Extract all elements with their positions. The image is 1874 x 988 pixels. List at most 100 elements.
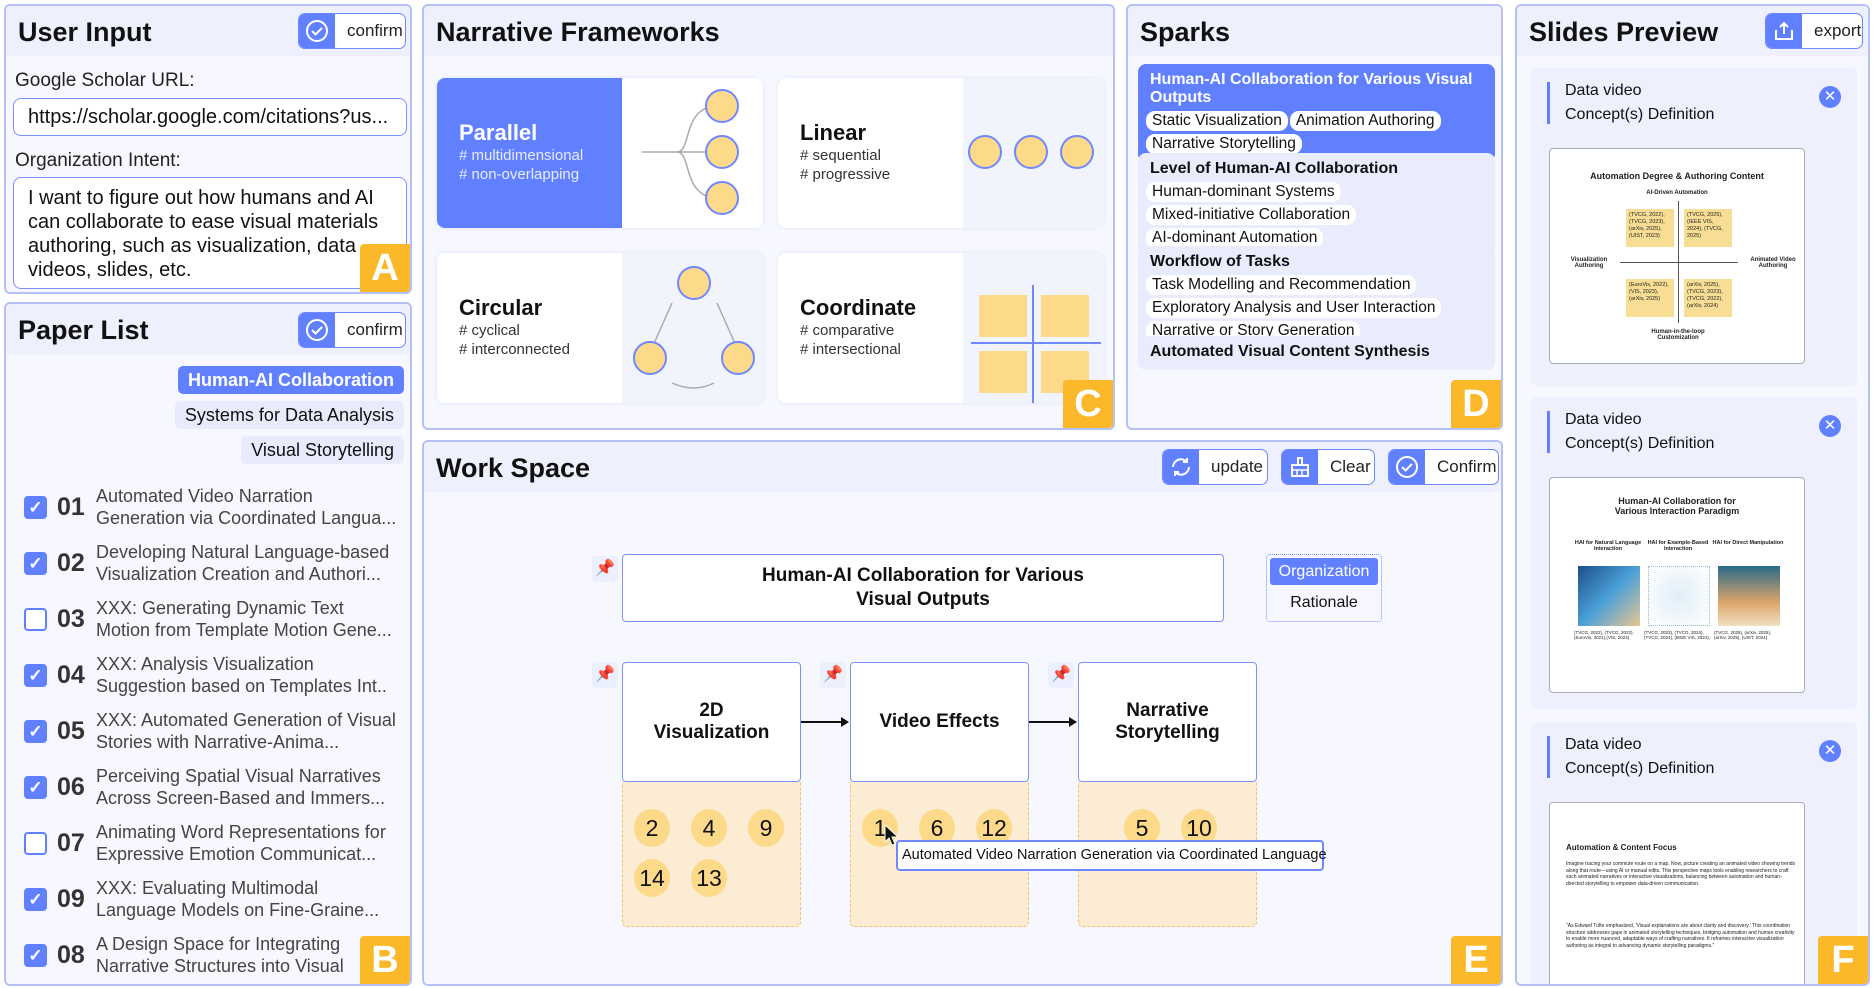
paper-title-line: A Design Space for Integrating <box>96 934 341 954</box>
paper-node[interactable]: 13 <box>691 859 727 897</box>
confirm-button[interactable]: confirm <box>298 312 406 348</box>
spark-chip[interactable]: AI-dominant Automation <box>1146 228 1324 248</box>
framework-card-parallel[interactable]: Parallel # multidimensional# non-overlap… <box>437 78 763 228</box>
framework-card-linear[interactable]: Linear # sequential# progressive <box>778 78 1104 228</box>
paper-checkbox[interactable]: ✓ <box>24 944 47 967</box>
paper-title-line: Suggestion based on Templates Int.. <box>96 676 387 696</box>
paper-checkbox[interactable]: ✓ <box>24 888 47 911</box>
paper-checkbox[interactable]: ✓ <box>24 720 47 743</box>
intent-textarea[interactable]: I want to figure out how humans and AI c… <box>13 177 407 289</box>
paper-checkbox[interactable]: ✓ <box>24 552 47 575</box>
paper-checkbox[interactable]: ✓ <box>24 776 47 799</box>
spark-chip[interactable]: Static Visualization <box>1146 111 1288 131</box>
slide-kind: Data video <box>1565 736 1642 753</box>
update-button[interactable]: update <box>1162 449 1268 485</box>
tag-systems-for-data-analysis[interactable]: Systems for Data Analysis <box>174 401 404 429</box>
slides-preview-panel: Slides Preview export Data video Concept… <box>1515 4 1870 986</box>
tag-human-ai-collaboration[interactable]: Human-AI Collaboration <box>178 366 404 394</box>
spark-group-title: Level of Human-AI Collaboration <box>1150 160 1399 177</box>
spark-group-title: Automated Visual Content Synthesis <box>1150 343 1430 360</box>
slide-title: Human-AI Collaboration for Various Inter… <box>1614 496 1740 516</box>
framework-tag: # cyclical <box>459 322 520 339</box>
spark-chip[interactable]: Narrative Storytelling <box>1146 134 1302 154</box>
quadrant: (TVCG, 2022), (TVCG, 2023), (arXiv, 2025… <box>1626 209 1674 247</box>
paper-node[interactable]: 9 <box>748 809 784 847</box>
spark-chip[interactable]: Mixed-initiative Collaboration <box>1146 205 1357 225</box>
workspace-panel: Work Space update Clear Confirm 📌 Human-… <box>422 440 1503 986</box>
paper-node[interactable]: 4 <box>691 809 727 847</box>
pin-icon[interactable]: 📌 <box>592 556 618 582</box>
slide-thumbnail: Automation & Content Focus Imagine traci… <box>1549 802 1805 984</box>
export-button[interactable]: export <box>1765 13 1863 49</box>
url-label: Google Scholar URL: <box>15 70 195 91</box>
framework-name: Linear <box>800 120 867 145</box>
root-node[interactable]: Human-AI Collaboration for Various Visua… <box>622 554 1224 622</box>
paper-checkbox[interactable] <box>24 832 47 855</box>
paper-list-item[interactable]: ✓ 05 XXX: Automated Generation of Visual… <box>24 704 410 760</box>
url-input[interactable]: https://scholar.google.com/citations?us.… <box>13 98 407 136</box>
axis-h <box>1620 262 1738 263</box>
paper-title-line: XXX: Generating Dynamic Text <box>96 598 344 618</box>
paper-node[interactable]: 2 <box>634 809 670 847</box>
close-icon[interactable]: ✕ <box>1819 740 1841 762</box>
confirm-button[interactable]: Confirm <box>1388 449 1499 485</box>
pin-icon[interactable]: 📌 <box>1048 662 1074 688</box>
illustration-image <box>1648 566 1710 626</box>
section-badge-b: B <box>360 936 410 984</box>
paper-number: 07 <box>57 829 85 857</box>
close-icon[interactable]: ✕ <box>1819 415 1841 437</box>
paper-checkbox[interactable] <box>24 608 47 631</box>
panel-title: Work Space <box>436 453 591 483</box>
framework-card-coordinate[interactable]: Coordinate # comparative# intersectional <box>778 253 1104 403</box>
spark-chip[interactable]: Animation Authoring <box>1289 111 1441 131</box>
slide-card[interactable]: Data video Concept(s) Definition ✕ Human… <box>1531 397 1857 709</box>
tag-visual-storytelling[interactable]: Visual Storytelling <box>241 436 404 464</box>
paper-node[interactable]: 14 <box>634 859 670 897</box>
paper-checkbox[interactable]: ✓ <box>24 664 47 687</box>
framework-tag: # progressive <box>800 166 891 183</box>
stage-node[interactable]: Narrative Storytelling <box>1078 662 1257 782</box>
slide-axis-right: Animated Video Authoring <box>1750 257 1796 269</box>
spark-group[interactable]: Automated Visual Content Synthesis <box>1138 336 1495 370</box>
clear-button[interactable]: Clear <box>1281 449 1375 485</box>
pin-icon[interactable]: 📌 <box>592 662 618 688</box>
organization-toggle[interactable]: Organization <box>1270 558 1378 585</box>
spark-group[interactable]: Human-AI Collaboration for Various Visua… <box>1138 64 1495 162</box>
paper-list-item[interactable]: ✓ 06 Perceiving Spatial Visual Narrative… <box>24 760 410 816</box>
slide-card[interactable]: Data video Concept(s) Definition ✕ Autom… <box>1531 68 1857 386</box>
rationale-toggle[interactable]: Rationale <box>1290 594 1358 611</box>
stage-node[interactable]: 2D Visualization <box>622 662 801 782</box>
confirm-button[interactable]: confirm <box>298 13 406 49</box>
stage-paper-pool <box>622 782 801 927</box>
stage-node[interactable]: Video Effects <box>850 662 1029 782</box>
view-toggle: Organization Rationale <box>1266 554 1382 622</box>
spark-chip[interactable]: Task Modelling and Recommendation <box>1146 275 1417 295</box>
paper-checkbox[interactable]: ✓ <box>24 496 47 519</box>
slide-card[interactable]: Data video Concept(s) Definition ✕ Autom… <box>1531 722 1857 984</box>
slide-kind: Data video <box>1565 82 1642 99</box>
spark-chip[interactable]: Human-dominant Systems <box>1146 182 1341 202</box>
framework-card-circular[interactable]: Circular # cyclical# interconnected <box>437 253 763 403</box>
paper-title-line: Narrative Structures into Visual <box>96 956 344 976</box>
paper-number: 06 <box>57 773 85 801</box>
paper-number: 01 <box>57 493 85 521</box>
pin-icon[interactable]: 📌 <box>820 662 846 688</box>
framework-text: Circular # cyclical# interconnected <box>437 253 622 403</box>
spark-chip[interactable]: Exploratory Analysis and User Interactio… <box>1146 298 1442 318</box>
close-icon[interactable]: ✕ <box>1819 86 1841 108</box>
framework-text: Coordinate # comparative# intersectional <box>778 253 963 403</box>
